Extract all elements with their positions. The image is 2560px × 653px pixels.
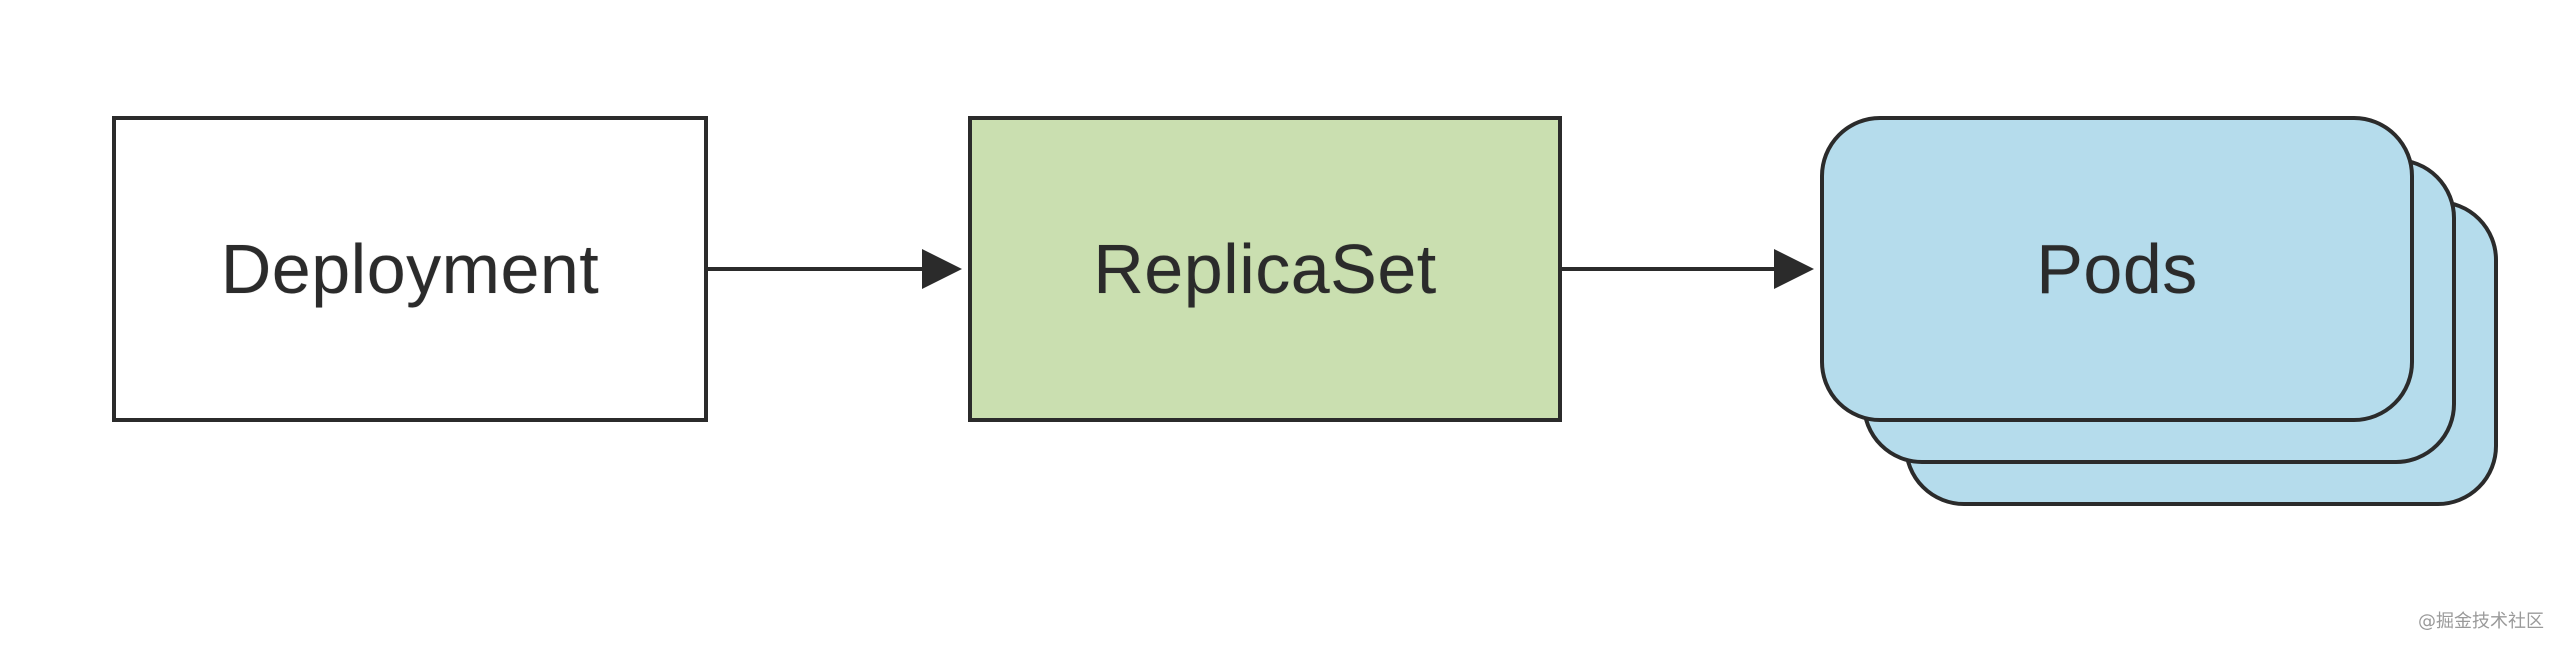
deployment-node: Deployment	[112, 116, 708, 422]
watermark: @掘金技术社区	[2418, 611, 2544, 632]
pods-label: Pods	[2036, 230, 2198, 308]
replicaset-label: ReplicaSet	[1093, 230, 1437, 308]
replicaset-node: ReplicaSet	[968, 116, 1562, 422]
deployment-label: Deployment	[220, 230, 600, 308]
pods-node: Pods	[1820, 116, 2414, 422]
